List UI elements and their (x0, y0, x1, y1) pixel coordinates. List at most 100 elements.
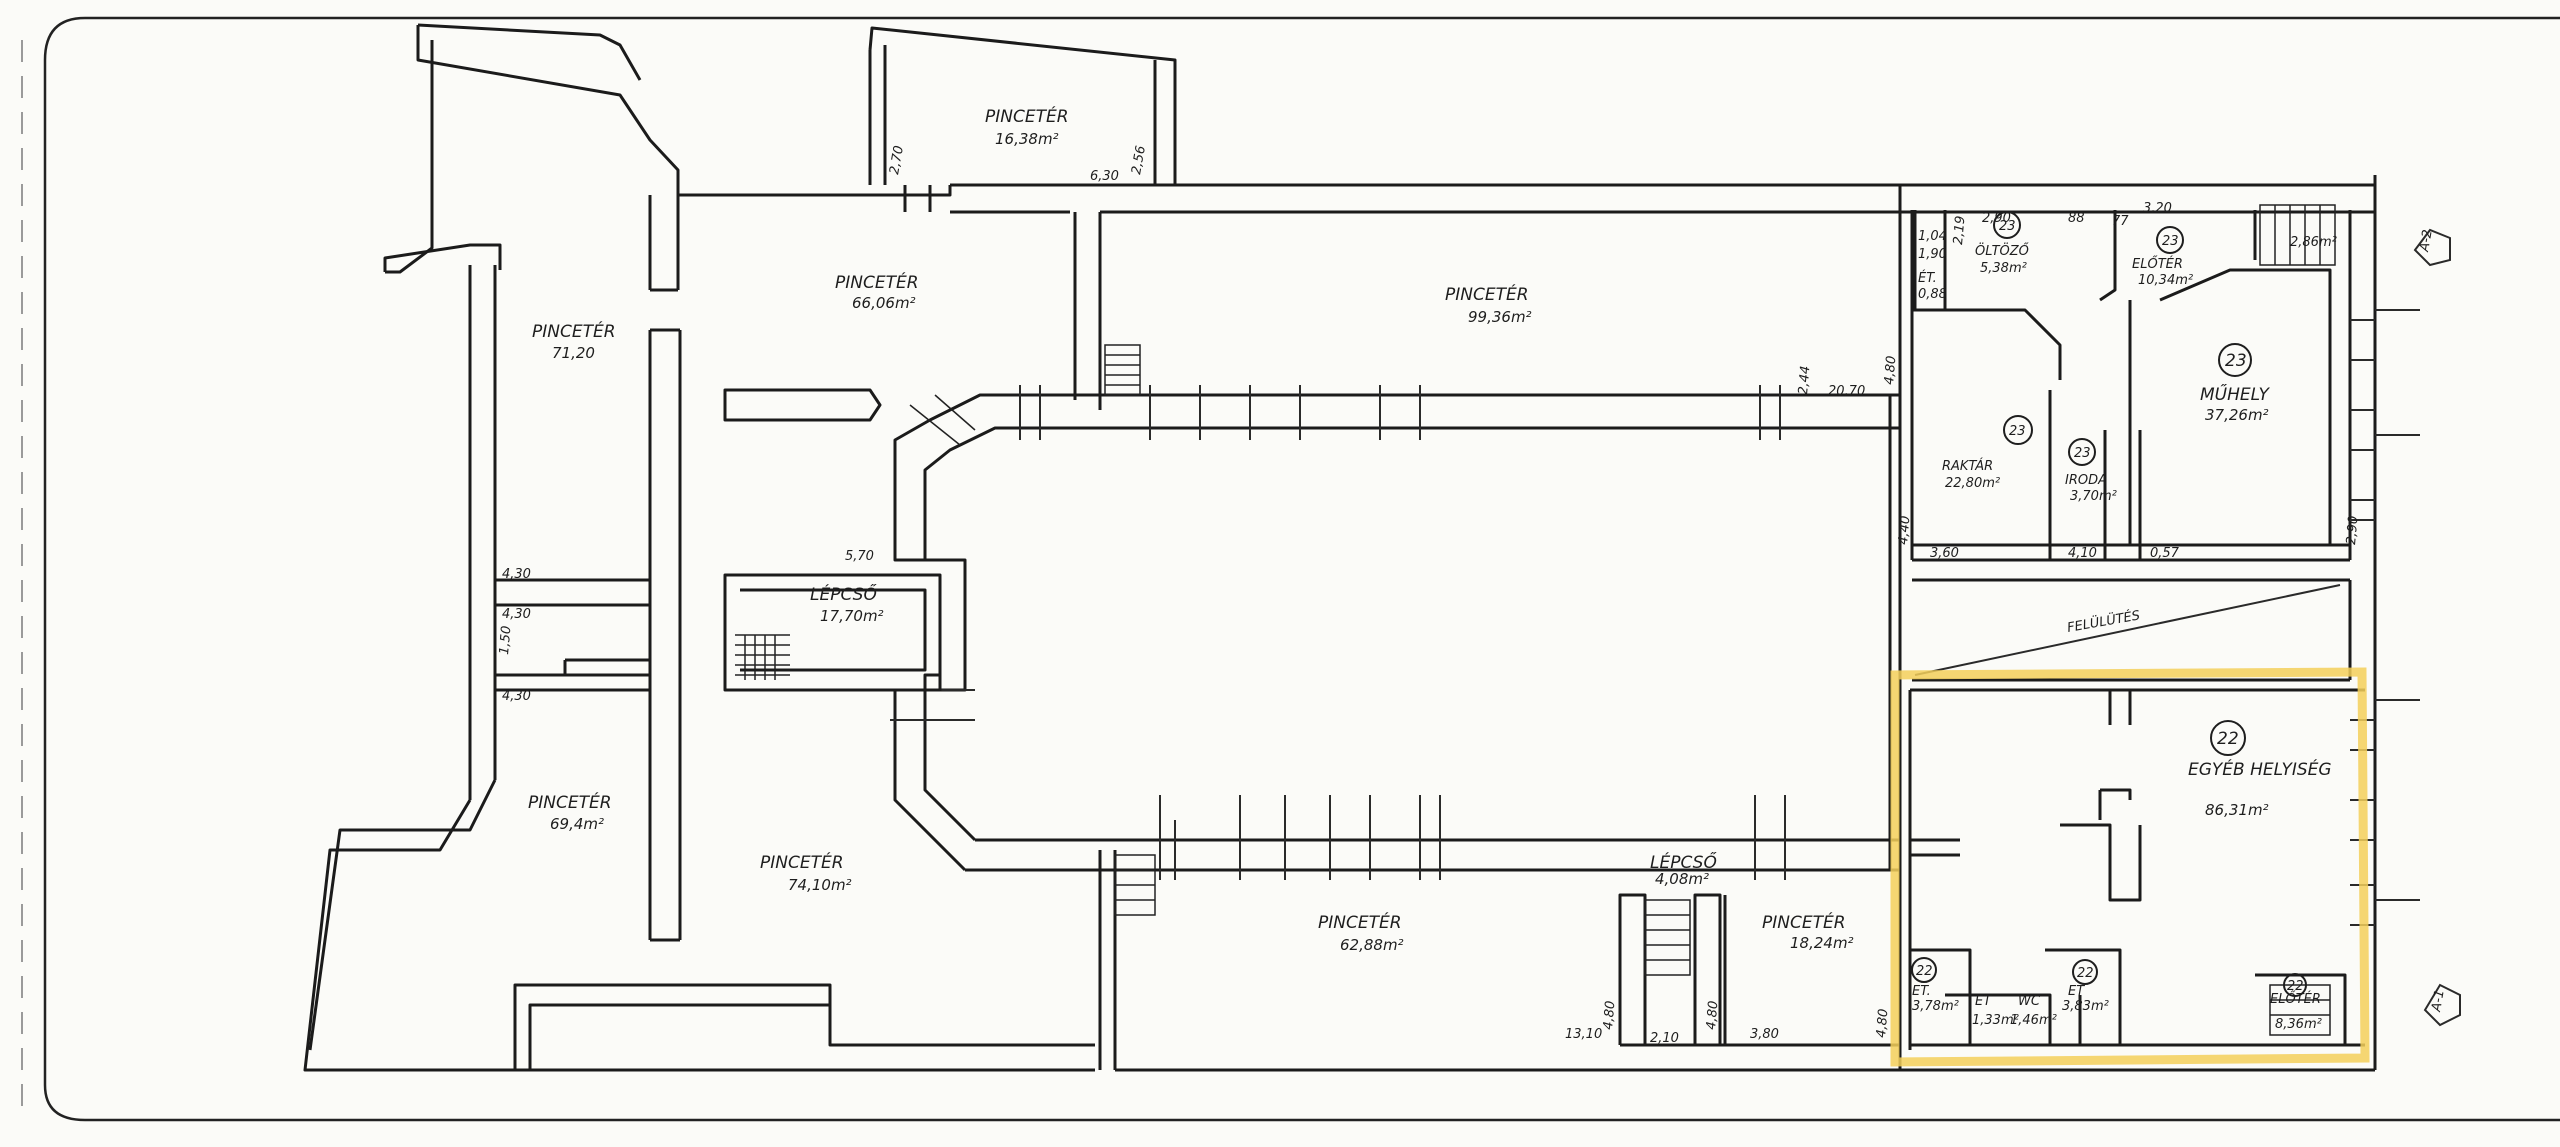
svg-text:2,90: 2,90 (1982, 211, 2011, 226)
svg-text:2,90: 2,90 (2344, 515, 2361, 545)
svg-text:23: 23 (2225, 351, 2247, 371)
room-area: 22,80m² (1945, 476, 2000, 491)
svg-text:2,70: 2,70 (887, 145, 907, 176)
room-area: 0,88 (1918, 287, 1947, 302)
svg-text:2,19: 2,19 (1951, 215, 1968, 245)
room-label: WC (2018, 994, 2041, 1009)
room-label: ELŐTÉR (2132, 256, 2183, 272)
room-area: 4,08m² (1655, 870, 1709, 888)
svg-text:2,56: 2,56 (1129, 145, 1149, 176)
room-label: ÖLTÖZŐ (1975, 242, 2030, 259)
east-block-walls (1898, 175, 2420, 1070)
room-label: ET (2068, 984, 2085, 999)
room-label: MŰHELY (2200, 383, 2270, 405)
room-label: ELŐTÉR (2270, 991, 2321, 1007)
svg-text:4,30: 4,30 (502, 689, 531, 704)
svg-text:2,10: 2,10 (1650, 1031, 1679, 1046)
svg-text:22: 22 (1916, 964, 1933, 979)
room-area: 8,36m² (2275, 1017, 2322, 1032)
room-label: PINCETÉR (1318, 911, 1402, 933)
svg-text:22: 22 (2217, 729, 2239, 749)
room-label: ET (1975, 994, 1992, 1009)
bottom-center-walls (1115, 893, 2375, 1072)
svg-text:23: 23 (2162, 234, 2179, 249)
svg-text:4,80: 4,80 (1882, 355, 1899, 385)
room-area: 1,46m² (2010, 1013, 2057, 1028)
svg-text:2,44: 2,44 (1796, 365, 1813, 395)
room-area: 74,10m² (788, 876, 852, 894)
room-label: PINCETÉR (835, 271, 919, 293)
top-center-walls (868, 26, 2375, 410)
svg-text:4,30: 4,30 (502, 607, 531, 622)
svg-text:4,40: 4,40 (1896, 515, 1913, 545)
room-label: ET. (1912, 984, 1931, 999)
unit-22-walls (1908, 688, 2365, 1050)
room-label: LÉPCSŐ (810, 583, 877, 605)
room-area: 17,70m² (820, 607, 884, 625)
svg-text:1,90: 1,90 (1918, 247, 1947, 262)
room-label: RAKTÁR (1942, 458, 1993, 474)
room-area: 16,38m² (995, 130, 1059, 148)
room-label: EGYÉB HELYISÉG (2188, 758, 2332, 780)
svg-text:4,80: 4,80 (1874, 1008, 1891, 1038)
sheet-border (43, 16, 2560, 1122)
svg-text:23: 23 (1999, 219, 2016, 234)
svg-text:1,04: 1,04 (1918, 229, 1947, 244)
svg-text:4,80: 4,80 (1601, 1000, 1618, 1030)
room-label: LÉPCSŐ (1650, 851, 1717, 873)
room-area: 3,78m² (1912, 999, 1959, 1014)
room-label: PINCETÉR (760, 851, 844, 873)
room-label: ÉT. (1918, 270, 1937, 286)
room-area: 3,70m² (2070, 489, 2117, 504)
room-area: 5,38m² (1980, 261, 2027, 276)
room-area: 2,86m² (2290, 235, 2337, 250)
svg-text:4,80: 4,80 (1704, 1000, 1721, 1030)
section-arrow-top (2413, 228, 2451, 267)
room-area: 10,34m² (2138, 273, 2193, 288)
room-area: 62,88m² (1340, 936, 1404, 954)
svg-text:A-2: A-2 (2417, 229, 2436, 254)
svg-text:4,10: 4,10 (2068, 546, 2097, 561)
room-label: PINCETÉR (985, 105, 1069, 127)
svg-text:77: 77 (2112, 214, 2129, 229)
room-area: 1,33m² (1972, 1013, 2019, 1028)
svg-text:3,60: 3,60 (1930, 546, 1959, 561)
room-area: 71,20 (552, 344, 595, 362)
central-corridor (723, 344, 1900, 1070)
room-area: 66,06m² (852, 294, 916, 312)
svg-text:0,57: 0,57 (2150, 546, 2180, 561)
svg-text:22: 22 (2287, 979, 2304, 994)
room-label: PINCETÉR (1762, 911, 1846, 933)
svg-text:23: 23 (2009, 424, 2026, 439)
svg-text:A-1: A-1 (2429, 989, 2448, 1014)
room-label: IRODA (2065, 473, 2107, 488)
room-label: PINCETÉR (1445, 283, 1529, 305)
section-arrow-bottom (2423, 983, 2461, 1027)
svg-text:1,50: 1,50 (497, 625, 514, 655)
room-labels: PINCETÉR 16,38m² PINCETÉR 71,20 PINCETÉR… (528, 105, 2337, 1032)
room-area: 3,83m² (2062, 999, 2109, 1014)
section-markers: FELÜLÜTÉS A-2 A-1 (2066, 228, 2461, 1027)
svg-text:20,70: 20,70 (1828, 384, 1865, 399)
svg-text:13,10: 13,10 (1565, 1027, 1602, 1042)
room-area: 18,24m² (1790, 934, 1854, 952)
svg-text:3,20: 3,20 (2143, 201, 2172, 216)
svg-text:88: 88 (2068, 211, 2085, 226)
unit-tags: 23 23 23 23 23 22 22 22 22 (1911, 211, 2307, 997)
cut-label: FELÜLÜTÉS (2066, 606, 2141, 636)
svg-text:23: 23 (2074, 446, 2091, 461)
room-area: 86,31m² (2205, 801, 2269, 819)
unit-22-highlight (1890, 667, 2370, 1067)
room-label: PINCETÉR (532, 320, 616, 342)
svg-text:22: 22 (2077, 966, 2094, 981)
room-area: 99,36m² (1468, 308, 1532, 326)
west-wing-walls (303, 23, 1095, 1072)
dimension-labels: 2,70 2,56 6,30 20,70 4,80 5,70 4,30 4,30… (497, 145, 2361, 1046)
room-area: 37,26m² (2205, 406, 2269, 424)
room-area: 69,4m² (550, 815, 604, 833)
room-label: PINCETÉR (528, 791, 612, 813)
svg-text:6,30: 6,30 (1090, 169, 1119, 184)
svg-text:3,80: 3,80 (1750, 1027, 1779, 1042)
svg-text:4,30: 4,30 (502, 567, 531, 582)
svg-text:5,70: 5,70 (845, 549, 874, 564)
